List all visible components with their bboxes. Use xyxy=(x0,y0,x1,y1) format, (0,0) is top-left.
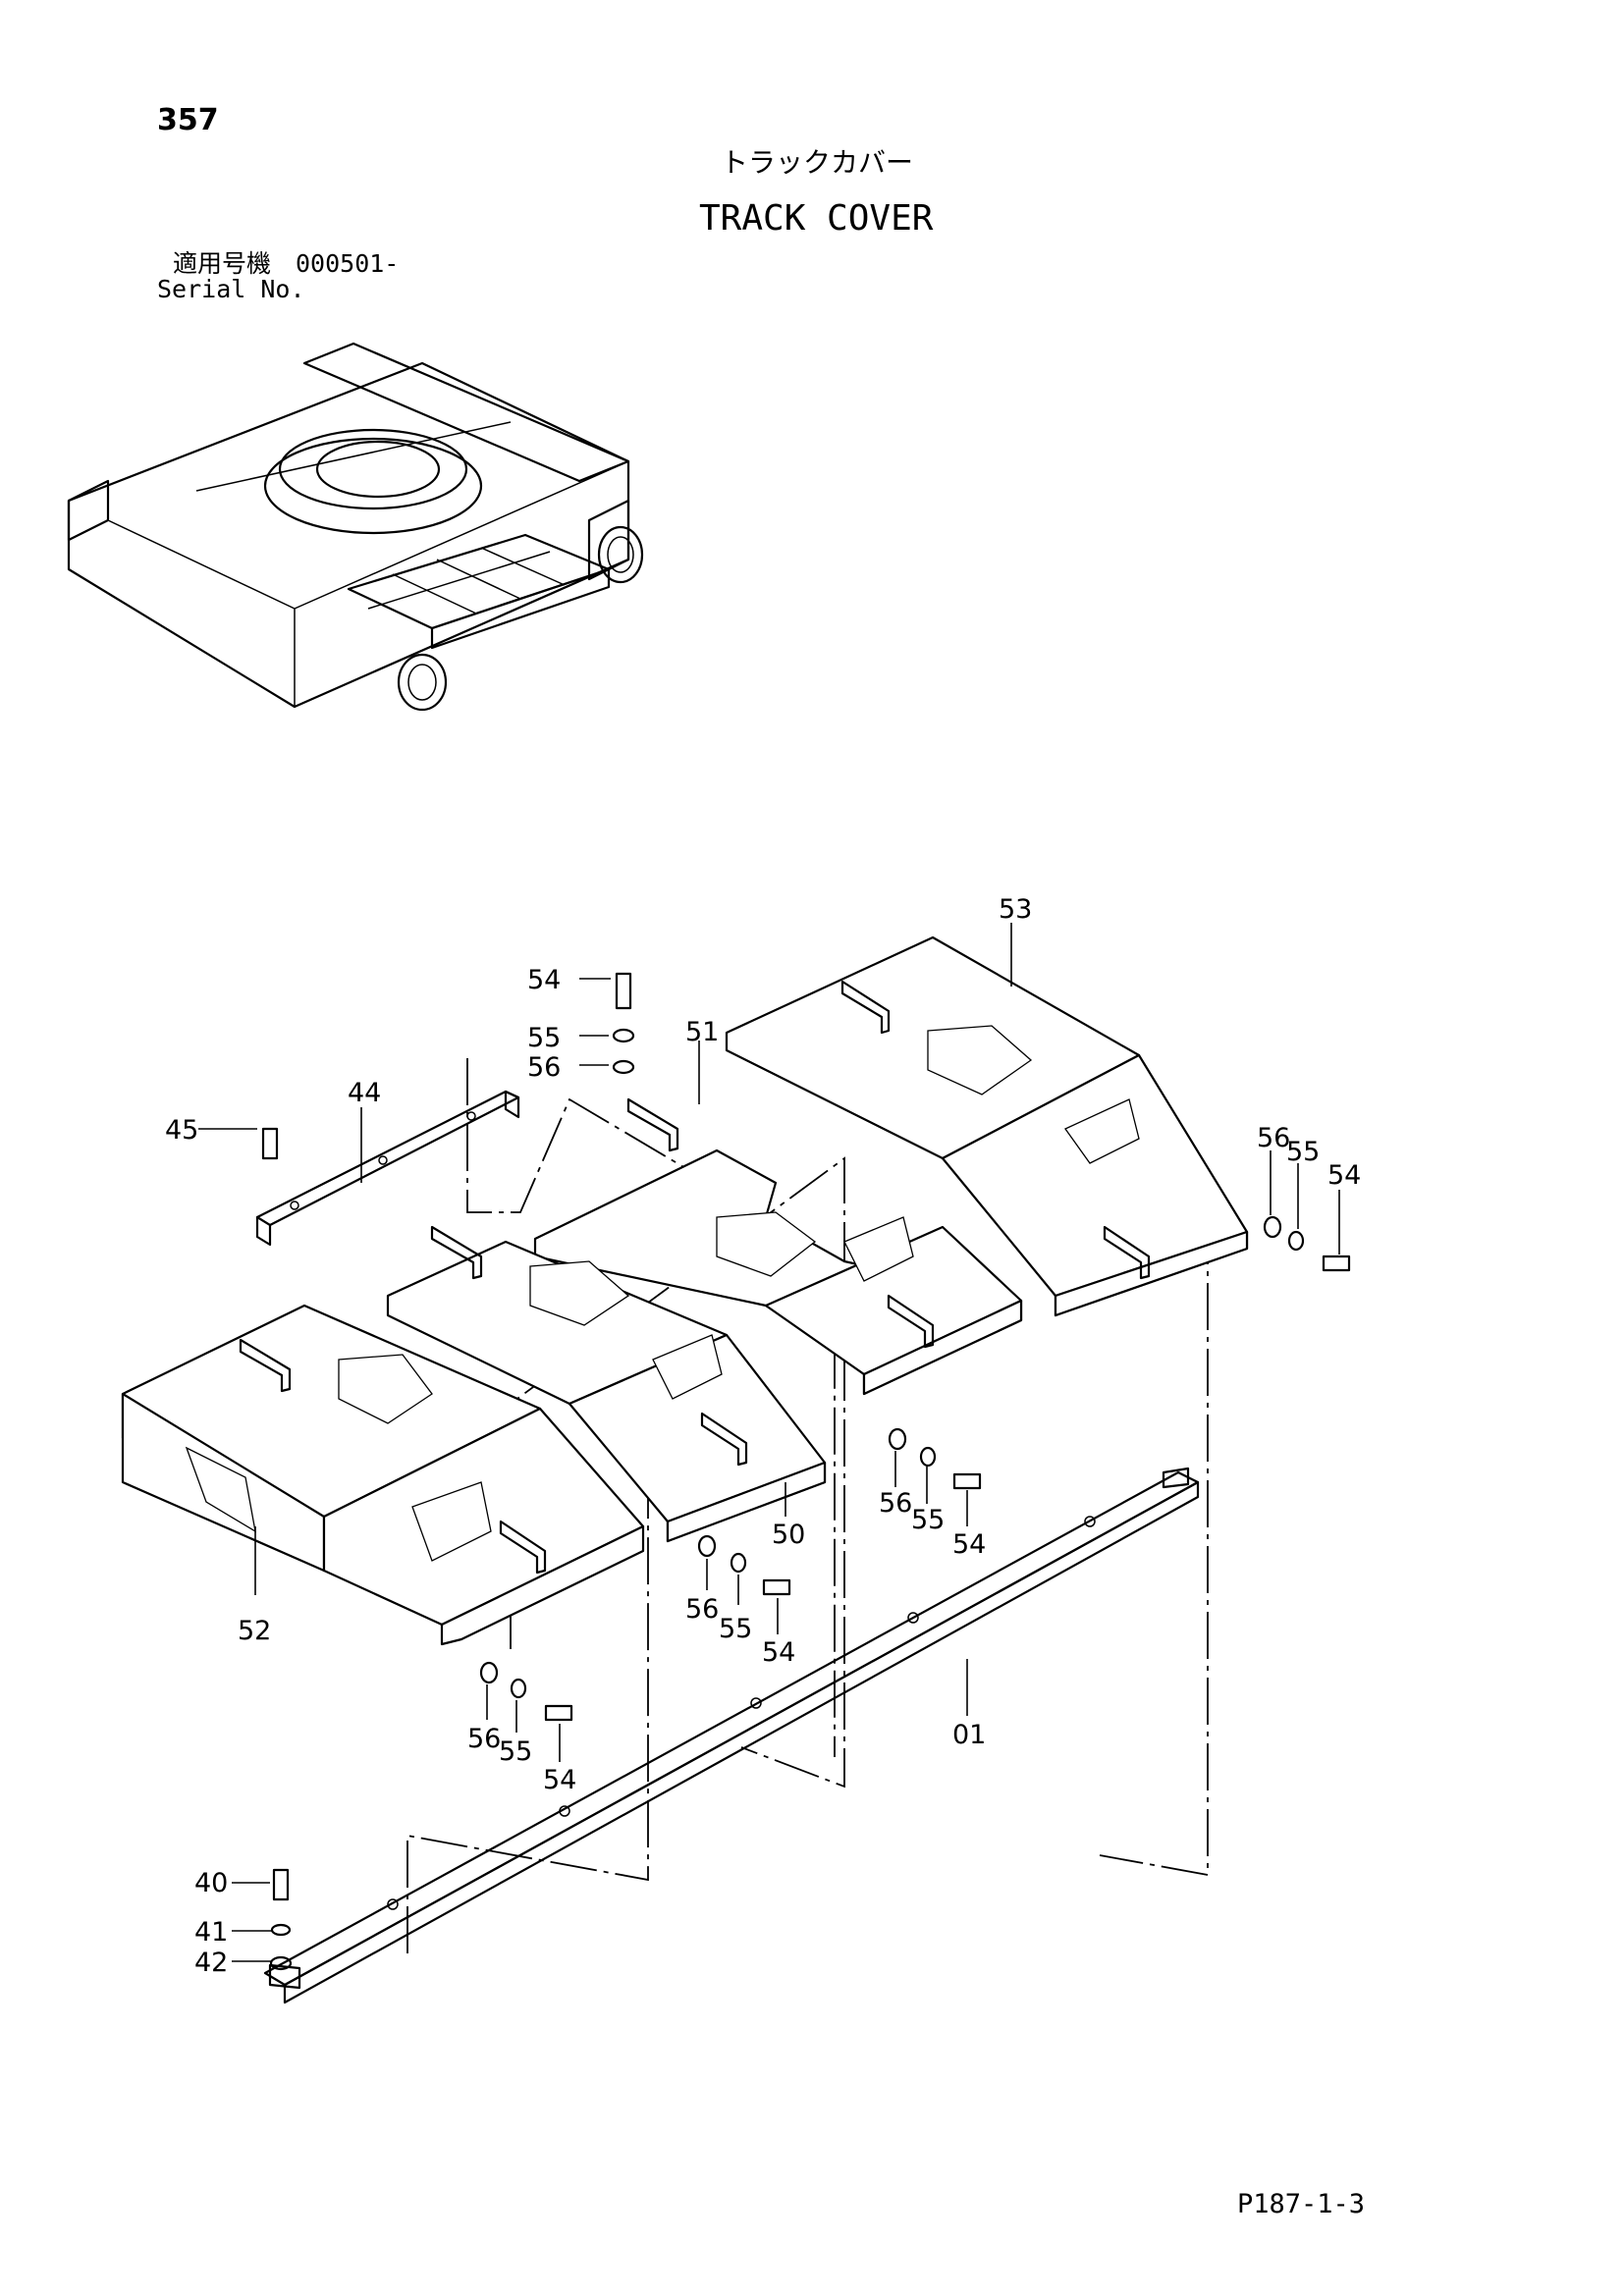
callout-54: 54 xyxy=(762,1637,795,1668)
callout-40: 40 xyxy=(194,1868,228,1898)
callout-42: 42 xyxy=(194,1948,228,1978)
callout-01: 01 xyxy=(952,1720,986,1750)
callout-56: 56 xyxy=(685,1594,719,1625)
callout-53: 53 xyxy=(999,894,1032,925)
callout-55: 55 xyxy=(719,1614,752,1644)
callout-55: 55 xyxy=(911,1505,945,1535)
callout-44: 44 xyxy=(348,1078,381,1108)
callout-labels: 53 54 55 56 51 44 45 56 55 54 56 55 54 5… xyxy=(165,894,1361,1978)
bracket-44 xyxy=(255,1090,520,1247)
cover-50 xyxy=(386,1225,827,1543)
callout-54: 54 xyxy=(1327,1160,1361,1191)
callout-56: 56 xyxy=(879,1488,912,1519)
callout-55: 55 xyxy=(1286,1137,1320,1167)
callout-55: 55 xyxy=(499,1736,532,1767)
callout-56: 56 xyxy=(467,1724,501,1754)
rail-01 xyxy=(263,1467,1200,2004)
callout-56: 56 xyxy=(1257,1123,1290,1153)
page-number: 357 xyxy=(157,103,219,137)
callout-41: 41 xyxy=(194,1917,228,1948)
title-japanese: トラックカバー xyxy=(721,146,914,179)
leader-lines xyxy=(198,923,1340,1962)
callout-54: 54 xyxy=(543,1765,576,1795)
callout-45: 45 xyxy=(165,1115,198,1146)
cover-51 xyxy=(533,1097,1023,1396)
serial-number-japanese: 適用号機 000501- xyxy=(173,249,400,278)
page-reference: P187-1-3 xyxy=(1237,2189,1366,2219)
callout-54: 54 xyxy=(527,965,561,995)
title-english: TRACK COVER xyxy=(699,198,934,239)
track-frame-overview xyxy=(67,342,644,712)
serial-number-label: Serial No. xyxy=(157,275,305,303)
cover-53 xyxy=(725,935,1249,1317)
cover-52 xyxy=(121,1304,645,1646)
callout-56: 56 xyxy=(527,1052,561,1083)
callout-55: 55 xyxy=(527,1023,561,1053)
callout-52: 52 xyxy=(238,1616,271,1646)
callout-50: 50 xyxy=(772,1520,805,1550)
callout-54: 54 xyxy=(952,1529,986,1560)
callout-51: 51 xyxy=(685,1017,719,1047)
hardware xyxy=(261,972,1351,1971)
